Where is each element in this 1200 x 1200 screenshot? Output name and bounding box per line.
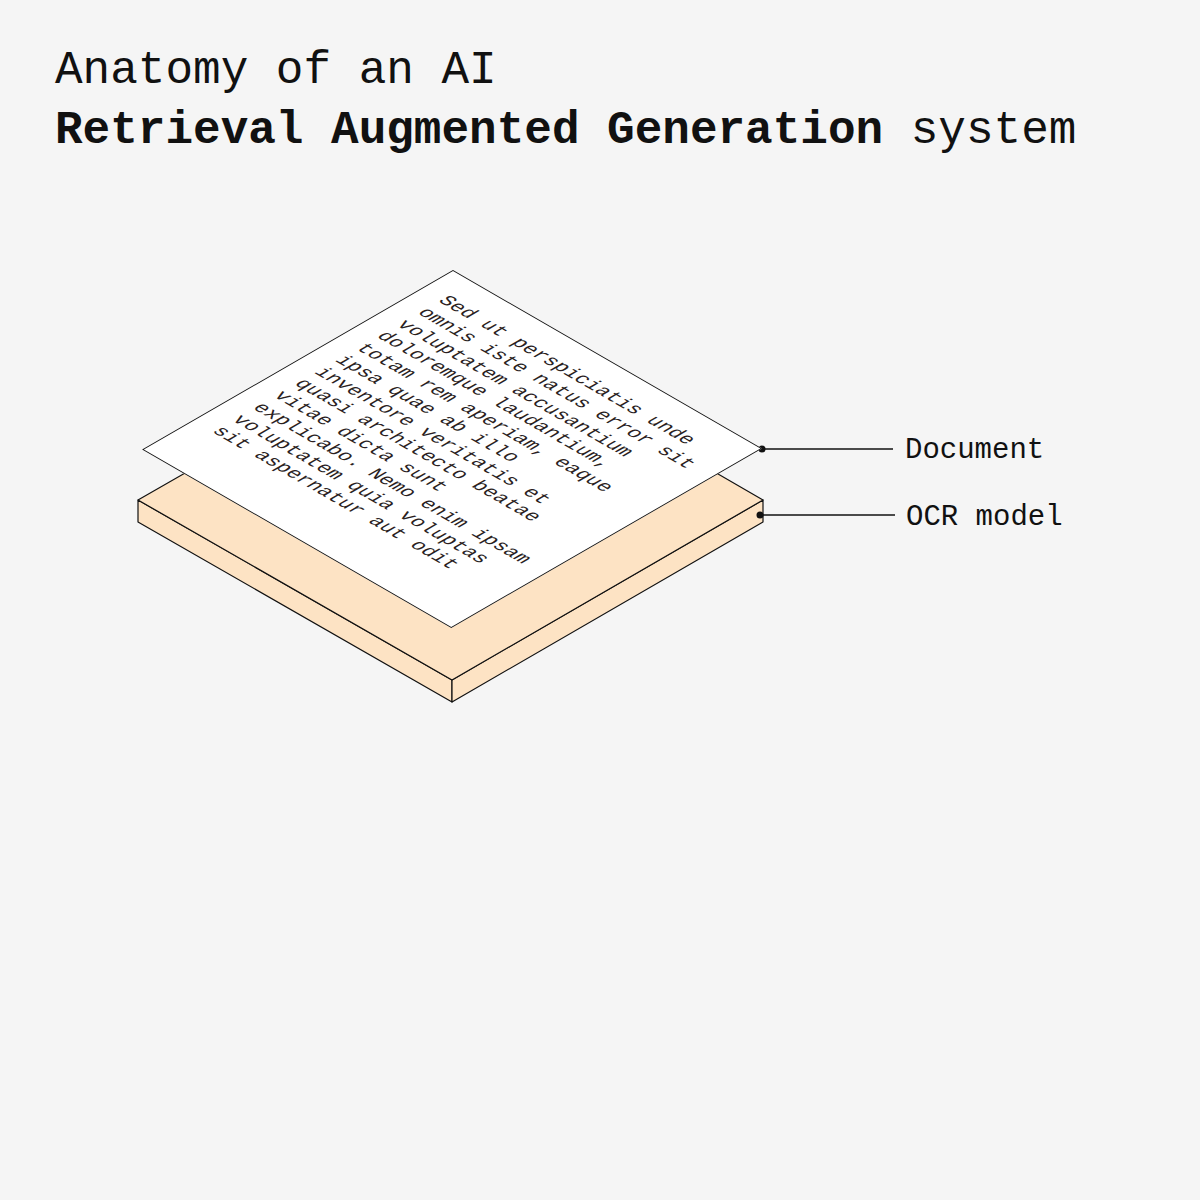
leader-dot [757, 512, 764, 519]
title-line: Retrieval Augmented Generation system [55, 108, 1076, 154]
ocr-leader [760, 514, 895, 515]
leader-lines [760, 449, 895, 515]
callout-label: Document [905, 436, 1044, 465]
title-suffix: system [911, 105, 1077, 157]
diagram-title: Anatomy of an AI [55, 48, 497, 94]
document-leader [762, 448, 893, 449]
title-emphasis: Retrieval Augmented Generation [55, 105, 883, 157]
callout-label: OCR model [906, 503, 1063, 532]
